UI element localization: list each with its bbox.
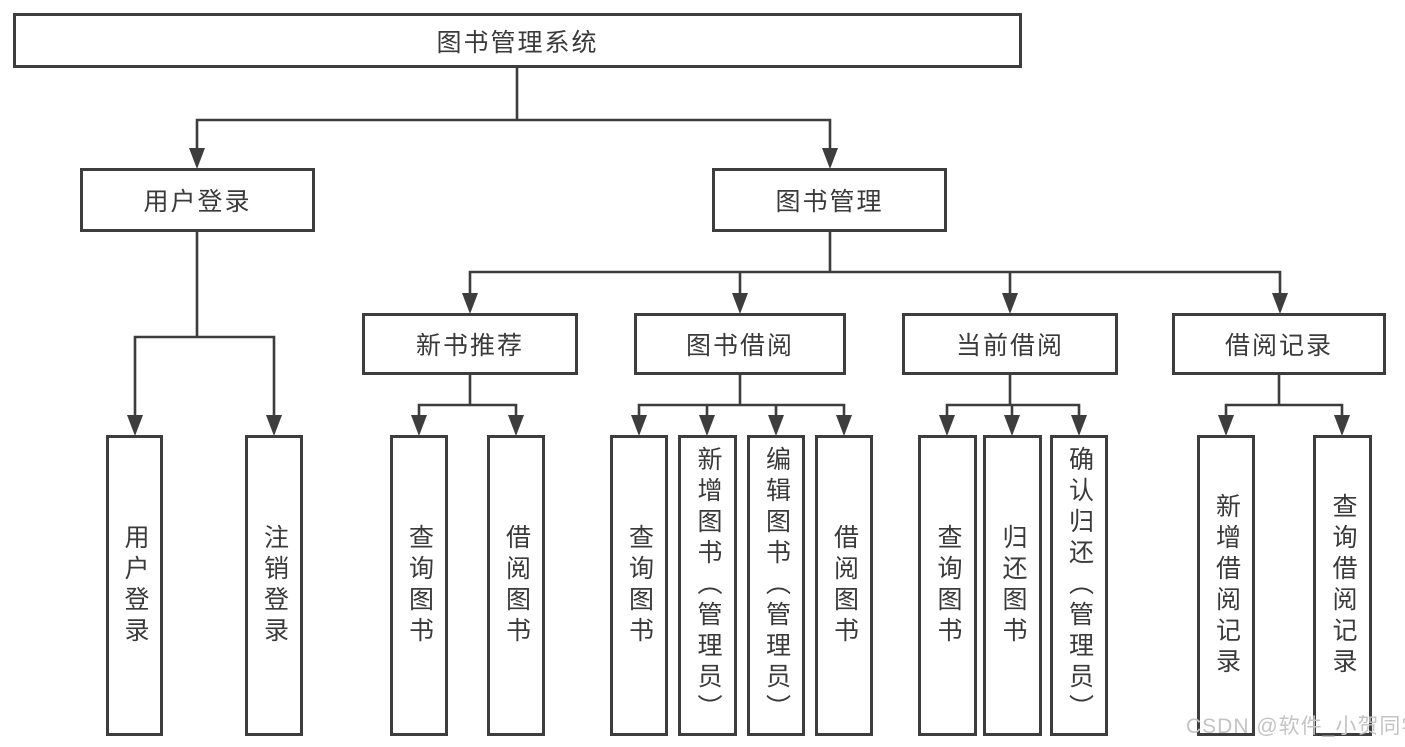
leaf-records-query-label: 查询借阅记录 <box>1329 492 1357 679</box>
leaf-current-return-label: 归还图书 <box>999 523 1027 648</box>
node-borrow: 图书借阅 <box>634 313 846 375</box>
arrowhead-nb-borrow <box>508 415 524 436</box>
leaf-logout-login-label: 注销登录 <box>260 523 289 648</box>
arrowhead-cb-confirm <box>1071 415 1087 436</box>
connector-root-to-level2 <box>195 68 832 150</box>
leaf-new-book-borrow: 借阅图书 <box>487 435 545 736</box>
leaf-new-book-borrow-label: 借阅图书 <box>502 523 531 648</box>
arrowhead-leaf-logout <box>266 415 282 436</box>
leaf-borrow-edit: 编辑图书（管理员） <box>747 435 805 736</box>
connector-current-branch <box>945 375 1081 416</box>
arrowhead-bb-edit <box>768 415 784 436</box>
arrowhead-current <box>1002 293 1018 314</box>
node-current-label: 当前借阅 <box>955 332 1064 360</box>
node-book-mgmt-label: 图书管理 <box>775 188 884 216</box>
leaf-borrow-edit-label: 编辑图书（管理员） <box>762 446 791 725</box>
connector-new-book-branch <box>417 375 518 416</box>
connector-book-mgmt-branch <box>468 232 1282 294</box>
arrowhead-nb-query <box>411 415 427 436</box>
leaf-logout-login: 注销登录 <box>245 435 303 736</box>
arrowhead-bb-add <box>699 415 715 436</box>
leaf-current-return: 归还图书 <box>983 435 1042 736</box>
node-root: 图书管理系统 <box>13 13 1022 68</box>
arrowhead-bb-query <box>631 415 647 436</box>
leaf-records-add-label: 新增借阅记录 <box>1212 492 1241 679</box>
csdn-watermark: CSDN @软件_小贺同学 <box>1186 715 1405 738</box>
leaf-records-query: 查询借阅记录 <box>1313 435 1372 736</box>
node-records-label: 借阅记录 <box>1224 332 1333 360</box>
arrowhead-leaf-user-login <box>127 415 143 436</box>
arrowhead-bb-borrow <box>836 415 852 436</box>
leaf-borrow-query: 查询图书 <box>610 435 668 736</box>
leaf-new-book-query-label: 查询图书 <box>405 523 434 648</box>
arrowhead-new-book <box>462 293 478 314</box>
leaf-current-query-label: 查询图书 <box>934 523 962 648</box>
node-current: 当前借阅 <box>902 313 1118 375</box>
node-user-login: 用户登录 <box>80 168 315 232</box>
leaf-records-add: 新增借阅记录 <box>1197 435 1255 736</box>
arrowhead-br-add <box>1218 415 1234 436</box>
leaf-new-book-query: 查询图书 <box>390 435 448 736</box>
connector-user-login-branch <box>133 232 276 415</box>
arrowhead-borrow <box>732 293 748 314</box>
leaf-current-confirm-label: 确认归还（管理员） <box>1065 446 1094 725</box>
node-new-book-label: 新书推荐 <box>415 332 524 360</box>
arrowhead-br-query <box>1334 415 1350 436</box>
node-borrow-label: 图书借阅 <box>685 332 794 360</box>
node-root-label: 图书管理系统 <box>436 28 599 57</box>
arrowhead-book-mgmt <box>822 148 838 169</box>
node-records: 借阅记录 <box>1172 313 1386 375</box>
connector-borrow-branch <box>637 375 846 416</box>
arrowhead-user-login <box>189 148 205 169</box>
leaf-user-login: 用户登录 <box>106 435 163 736</box>
leaf-current-query: 查询图书 <box>918 435 977 736</box>
leaf-borrow-borrow-label: 借阅图书 <box>830 523 859 648</box>
leaf-borrow-add-label: 新增图书（管理员） <box>694 446 722 725</box>
leaf-current-confirm: 确认归还（管理员） <box>1050 435 1108 736</box>
node-user-login-label: 用户登录 <box>143 188 252 216</box>
node-new-book: 新书推荐 <box>362 313 578 375</box>
leaf-borrow-query-label: 查询图书 <box>625 523 654 648</box>
connector-records-branch <box>1224 375 1344 416</box>
leaf-borrow-add: 新增图书（管理员） <box>678 435 737 736</box>
arrowhead-cb-query <box>939 415 955 436</box>
arrowhead-records <box>1272 293 1288 314</box>
leaf-user-login-label: 用户登录 <box>121 523 149 648</box>
node-book-mgmt: 图书管理 <box>712 168 947 232</box>
leaf-borrow-borrow: 借阅图书 <box>815 435 873 736</box>
arrowhead-cb-return <box>1004 415 1020 436</box>
